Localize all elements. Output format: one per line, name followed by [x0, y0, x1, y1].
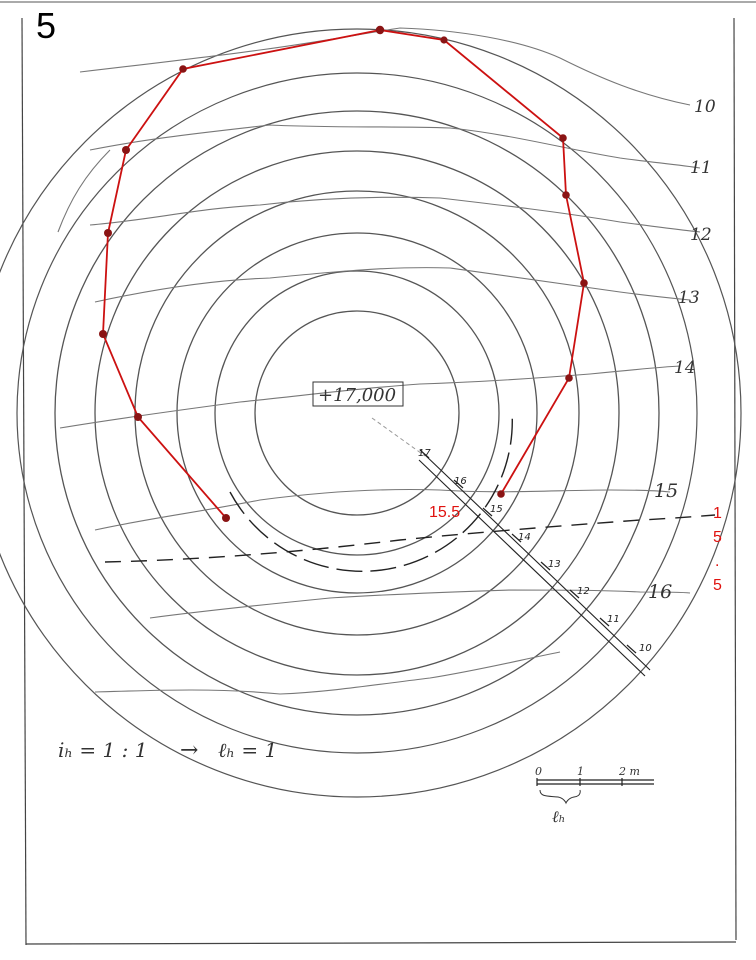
terrain-line-lower [94, 651, 561, 695]
scale-tick-1: 1 [577, 765, 584, 778]
profile-tick-15: 15 [490, 504, 503, 515]
red-outline-left [102, 29, 381, 519]
profile-tick-labels: 17 16 15 14 13 12 11 10 [418, 448, 652, 654]
contour-label-12: 12 [690, 225, 712, 245]
circle-contour-15 [176, 232, 538, 594]
red-label-15-5: 15.5 [429, 504, 460, 521]
profile-tick-17: 17 [418, 448, 431, 459]
contour-label-15: 15 [654, 480, 678, 502]
scale-tick-0: 0 [535, 765, 542, 778]
circle-contour-12 [54, 110, 660, 716]
contour-label-16: 16 [648, 581, 672, 603]
circle-contour-17 [254, 310, 460, 516]
terrain-line-16 [149, 589, 691, 619]
red-label-char-1: 1 [713, 505, 722, 522]
elevation-label: +17,000 [318, 385, 396, 406]
terrain-line-left-arc [57, 149, 111, 233]
contour-label-13: 13 [678, 288, 700, 308]
circle-group [0, 28, 742, 798]
scale-bar: 0 1 2 m ℓₕ [535, 765, 654, 826]
profile-tick-12: 12 [577, 586, 590, 597]
terrain-contours [57, 27, 701, 695]
profile-section [418, 453, 651, 677]
profile-tick-11: 11 [607, 614, 620, 625]
profile-tick-16: 16 [454, 476, 467, 487]
page-number: 5 [36, 5, 57, 46]
contour-label-14: 14 [674, 358, 696, 378]
scale-brace [539, 789, 581, 805]
terrain-line-13 [94, 267, 691, 303]
terrain-line-12 [89, 196, 701, 233]
formula-arrow: → [180, 738, 198, 763]
profile-line-b [418, 459, 646, 677]
circle-contour-14 [134, 190, 580, 636]
bottom-border [25, 941, 737, 945]
circle-contour-13 [94, 150, 620, 676]
formula: iₕ = 1 : 1 → ℓₕ = 1 [58, 738, 277, 763]
dashed-arc [229, 411, 513, 572]
terrain-line-15 [94, 488, 671, 531]
profile-tick-14: 14 [518, 532, 531, 543]
red-label-char-5b: 5 [713, 577, 722, 594]
terrain-line-11 [89, 124, 701, 169]
scale-tick-2m: 2 m [618, 765, 640, 778]
red-outline-right [379, 29, 585, 495]
circle-contour-16 [214, 270, 500, 556]
profile-line-a [423, 453, 651, 671]
formula-left: iₕ = 1 : 1 [58, 738, 147, 762]
elevation-box [312, 381, 404, 407]
profile-crossticks [419, 449, 637, 654]
dashed-line-155 [104, 514, 716, 563]
label-leader [371, 417, 426, 457]
profile-tick-13: 13 [548, 559, 561, 570]
circle-contour-11 [16, 72, 698, 754]
contour-label-11: 11 [690, 158, 712, 178]
terrain-line-10 [79, 27, 691, 106]
profile-tick-10: 10 [639, 643, 652, 654]
circle-contour-10 [0, 28, 742, 798]
red-outline-points [99, 25, 588, 522]
red-label-char-dot: . [715, 553, 719, 570]
red-label-vertical: 1 5 . 5 [713, 505, 722, 594]
formula-right: ℓₕ = 1 [218, 738, 277, 762]
contour-labels: 10 11 12 13 14 15 16 [648, 97, 716, 603]
scale-brace-label: ℓₕ [552, 807, 566, 826]
red-label-char-5a: 5 [713, 529, 722, 546]
dashed-lines [104, 411, 716, 572]
contour-label-10: 10 [694, 97, 716, 117]
terrain-line-14 [59, 365, 681, 429]
